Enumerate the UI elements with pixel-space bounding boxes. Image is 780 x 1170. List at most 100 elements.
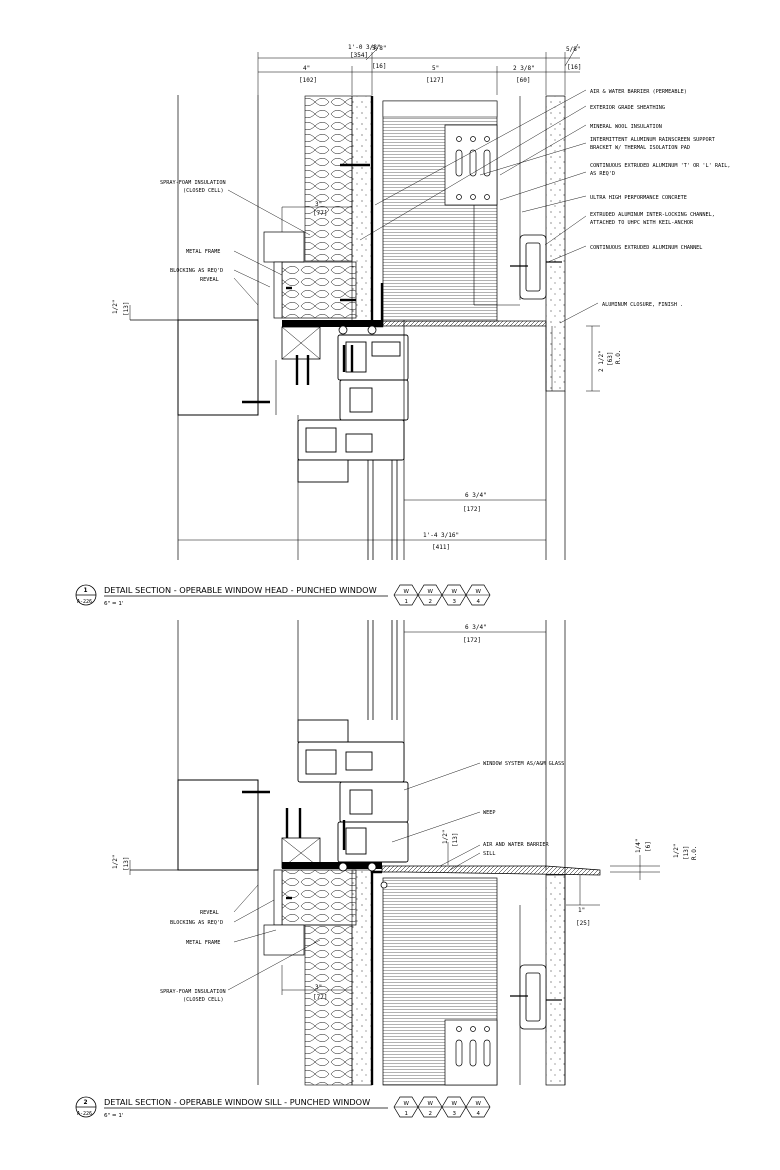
svg-text:1: 1 — [405, 1111, 409, 1117]
svg-text:3: 3 — [453, 1111, 457, 1117]
sill-detail: 6 3/4" [172] 1/2" [13] 1/2" [13] 1/4" [6… — [75, 620, 698, 1119]
note-sill-blocking: BLOCKING AS REQ'D — [170, 920, 223, 926]
dim-insul: 4" — [303, 65, 310, 72]
dim-uhpc: 5" — [432, 65, 439, 72]
sill-dim-reveal: 1/2" — [112, 855, 119, 869]
svg-text:2: 2 — [429, 1111, 433, 1117]
head-bracket-slots — [455, 136, 491, 200]
note-sill-spray-foam: SPRAY-FOAM INSULATION — [160, 989, 226, 995]
sill-keil-anchor — [510, 995, 562, 1001]
sill-right-leaders — [391, 762, 481, 871]
head-mineral-wool — [304, 95, 353, 262]
note-rail: CONTINUOUS EXTRUDED ALUMINUM 'T' OR 'L' … — [590, 163, 731, 169]
svg-text:W: W — [452, 589, 458, 595]
svg-text:4: 4 — [477, 1111, 481, 1117]
svg-text:1: 1 — [405, 599, 409, 605]
dim-small-left-mm: [16] — [372, 63, 386, 70]
type-tag: W 1 — [393, 584, 419, 606]
sill-window-frame — [297, 719, 409, 863]
head-dim-reveal-mm: [13] — [123, 302, 130, 316]
svg-text:W: W — [476, 1101, 482, 1107]
head-interlocking-channel — [519, 234, 547, 300]
sill-fasteners — [242, 790, 346, 900]
head-fasteners — [242, 163, 370, 404]
sill-bubble-sheet: A-226 — [77, 1111, 92, 1117]
sill-dim-ro-mm: [13] — [683, 846, 690, 860]
note-metal-frame: METAL FRAME — [186, 249, 220, 255]
svg-text:W: W — [404, 1101, 410, 1107]
sill-bracket-slots — [455, 1026, 491, 1067]
svg-text:2: 2 — [429, 599, 433, 605]
dim-overall: 1'-0 3/8" — [348, 44, 381, 51]
head-uhpc-cladding — [545, 95, 566, 392]
svg-text:W: W — [428, 1101, 434, 1107]
sill-mineral-wool — [304, 924, 353, 1086]
sill-uhpc-cladding — [545, 874, 566, 1086]
note-uhpc: ULTRA HIGH PERFORMANCE CONCRETE — [590, 195, 687, 201]
head-dim-total: 1'-4 3/16" — [423, 532, 459, 539]
head-dim-reveal: 1/2" — [112, 300, 119, 314]
note-exterior-sheathing: EXTERIOR GRADE SHEATHING — [590, 105, 665, 111]
sill-dim-slope: 1/4" — [635, 839, 642, 853]
sill-dim-drip-mm: [25] — [576, 920, 590, 927]
head-dim-foam: 3" — [315, 201, 322, 208]
sill-dim-drip: 1" — [578, 907, 585, 914]
type-tag: W 3 — [441, 1096, 467, 1118]
note-mineral-wool: MINERAL WOOL INSULATION — [590, 124, 662, 130]
head-dim-ro-label: R.O. — [615, 350, 622, 364]
head-glass — [367, 460, 398, 560]
sill-interlocking-channel — [519, 964, 547, 1030]
sill-dim-slope-mm: [6] — [645, 841, 652, 852]
note-blocking: BLOCKING AS REQ'D — [170, 268, 223, 274]
sill-dim-ro-label: R.O. — [691, 846, 698, 860]
sill-left-leaders — [227, 884, 321, 991]
head-scale: 6" = 1' — [104, 601, 123, 607]
head-right-leaders — [359, 89, 599, 324]
head-bubble-num: 1 — [84, 588, 88, 594]
note-aluminum-closure: ALUMINUM CLOSURE, FINISH . — [602, 302, 683, 308]
note-rail-2: AS REQ'D — [590, 171, 615, 177]
sill-metal-frame — [263, 924, 305, 956]
sill-dim-step-mm: [13] — [452, 833, 459, 847]
head-top-dimensions — [257, 43, 580, 95]
head-dim-foam-mm: [77] — [313, 210, 327, 217]
type-tag: W 1 — [393, 1096, 419, 1118]
dim-small-right: 5/8" — [566, 46, 580, 53]
dim-small-left: 5/8" — [372, 45, 386, 52]
head-bubble-sheet: A-226 — [77, 599, 92, 605]
dim-air: 2 3/8" — [513, 65, 535, 72]
head-interior-jamb — [177, 319, 259, 416]
head-detail: 1'-0 3/8" [354] 5/8" [16] 5/8" [16] 4" [… — [75, 43, 731, 607]
note-continuous-channel: CONTINUOUS EXTRUDED ALUMINUM CHANNEL — [590, 245, 702, 251]
head-aluminum-closure — [382, 320, 547, 327]
sill-blocking — [281, 869, 357, 926]
head-metal-frame-upper — [263, 231, 305, 263]
dim-insul-mm: [102] — [299, 77, 317, 84]
sill-dim-step: 1/2" — [442, 830, 449, 844]
type-tag: W 4 — [465, 1096, 491, 1118]
sill-bubble-num: 2 — [84, 1100, 88, 1106]
note-sill: SILL — [483, 851, 496, 857]
type-tag: W 2 — [417, 584, 443, 606]
sill-dim-glass-mm: [172] — [463, 637, 481, 644]
dim-air-mm: [60] — [516, 77, 530, 84]
sill-interior-jamb — [177, 779, 259, 871]
sill-flashing — [381, 865, 601, 876]
sill-type-tags: W 1 W 2 W 3 W 4 — [393, 1096, 491, 1118]
head-dim-ro-mm: [63] — [607, 352, 614, 366]
note-air-water-barrier: AIR & WATER BARRIER (PERMEABLE) — [590, 89, 687, 95]
dim-small-right-mm: [16] — [567, 64, 581, 71]
head-dim-glass: 6 3/4" — [465, 492, 487, 499]
note-sill-spray-foam-2: (CLOSED CELL) — [183, 997, 224, 1003]
sill-frame-flange — [282, 862, 382, 869]
head-title: DETAIL SECTION - OPERABLE WINDOW HEAD - … — [104, 585, 377, 595]
type-tag: W 4 — [465, 584, 491, 606]
sill-title-block: 2 A-226 DETAIL SECTION - OPERABLE WINDOW… — [75, 1096, 388, 1119]
svg-text:4: 4 — [477, 599, 481, 605]
sill-dim-foam: 3" — [315, 984, 322, 991]
note-sill-metal-frame: METAL FRAME — [186, 940, 220, 946]
head-left-leaders — [227, 189, 311, 306]
sill-scale: 6" = 1' — [104, 1113, 123, 1119]
head-air-barrier — [370, 96, 384, 328]
